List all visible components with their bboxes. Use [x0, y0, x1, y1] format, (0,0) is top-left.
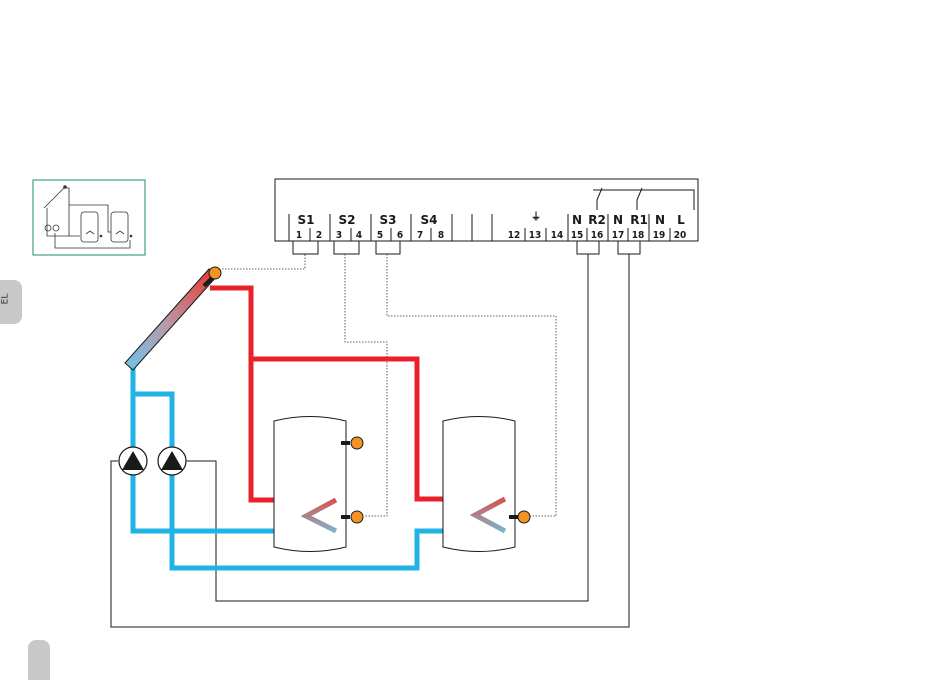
- terminal-5: 5: [377, 230, 383, 241]
- terminal-18: 18: [632, 230, 645, 241]
- terminal-block: S1 S2 S3 S4 ⏚ N R2 N R1 N L 1 2 3 4 5 6 …: [275, 179, 698, 241]
- group-label-s2: S2: [339, 213, 356, 227]
- output-label-n2: N: [613, 213, 623, 227]
- tank-2-sensor-icon: [518, 511, 530, 523]
- terminal-brackets: [293, 241, 640, 254]
- storage-tank-2: [443, 417, 530, 552]
- terminal-6: 6: [397, 230, 403, 241]
- output-label-r1: R1: [630, 213, 648, 227]
- pump-1: [119, 447, 147, 475]
- terminal-20: 20: [674, 230, 687, 241]
- group-label-s4: S4: [421, 213, 438, 227]
- terminal-1: 1: [296, 230, 302, 241]
- storage-tank-1: [274, 417, 363, 552]
- collector-sensor-icon: [209, 267, 221, 279]
- solar-collector: [125, 267, 221, 370]
- terminal-17: 17: [612, 230, 625, 241]
- output-label-r2: R2: [588, 213, 606, 227]
- group-label-s3: S3: [380, 213, 397, 227]
- terminal-8: 8: [438, 230, 444, 241]
- terminal-4: 4: [356, 230, 362, 241]
- terminal-16: 16: [591, 230, 604, 241]
- terminal-2: 2: [316, 230, 322, 241]
- output-label-n3: N: [655, 213, 665, 227]
- output-label-n1: N: [572, 213, 582, 227]
- terminal-14: 14: [551, 230, 564, 241]
- schematic-thumbnail: [33, 180, 145, 255]
- terminal-12: 12: [508, 230, 521, 241]
- tank-1-bottom-sensor-icon: [351, 511, 363, 523]
- pump-2: [158, 447, 186, 475]
- terminal-7: 7: [417, 230, 423, 241]
- ground-symbol: ⏚: [531, 211, 541, 223]
- terminal-19: 19: [653, 230, 666, 241]
- terminal-13: 13: [529, 230, 542, 241]
- output-label-l: L: [677, 213, 685, 227]
- group-label-s1: S1: [298, 213, 315, 227]
- terminal-15: 15: [571, 230, 584, 241]
- power-cables: [111, 254, 629, 627]
- tank-1-top-sensor-icon: [351, 437, 363, 449]
- terminal-3: 3: [336, 230, 342, 241]
